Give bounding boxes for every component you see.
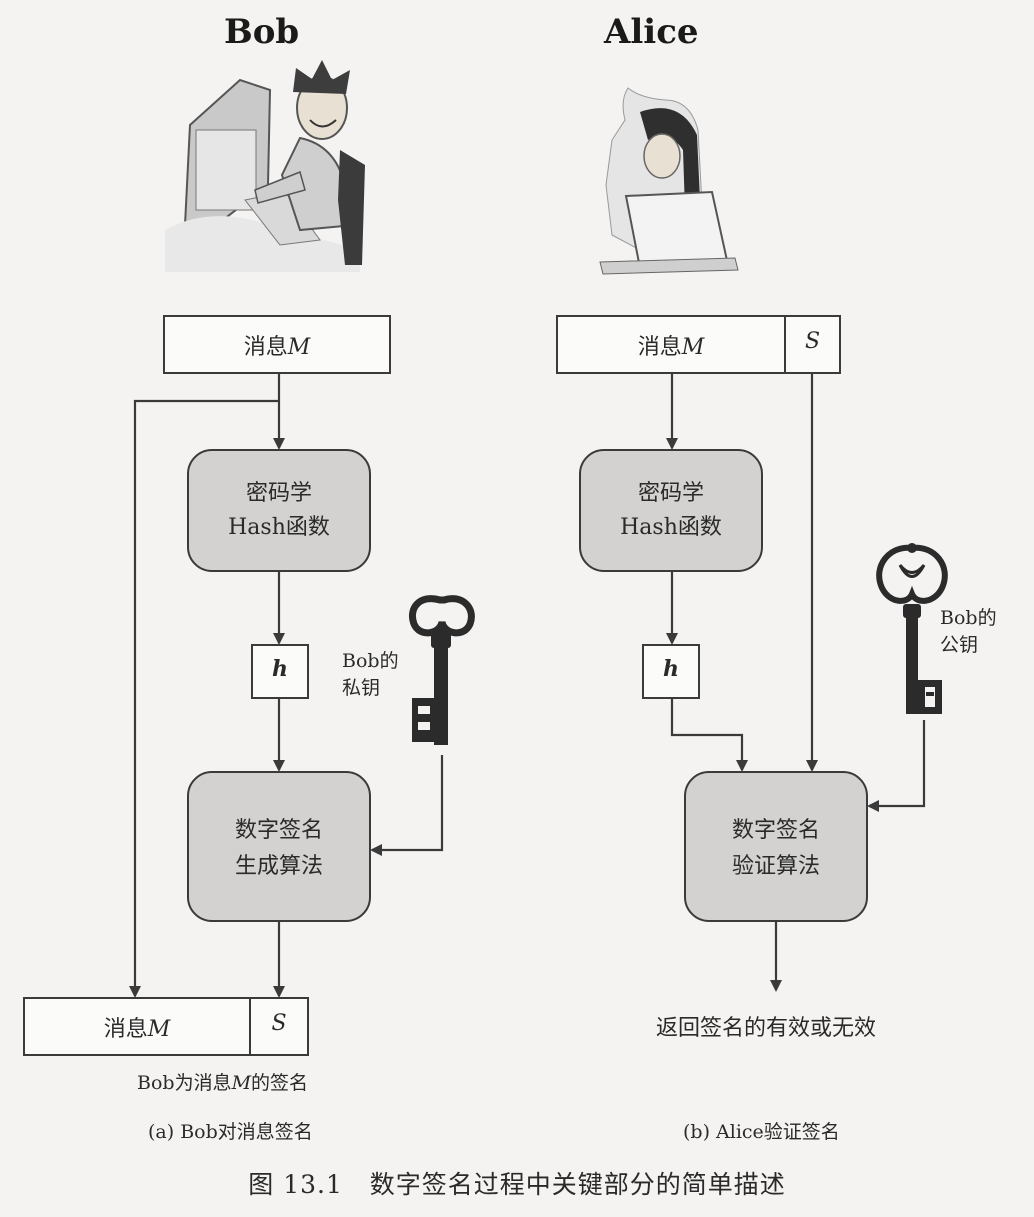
alice-signature-label: S <box>804 329 821 354</box>
bob-output-box <box>23 997 309 1056</box>
public-key-icon <box>876 543 948 714</box>
bob-sign-label: 数字签名生成算法 <box>234 818 323 879</box>
caption-a: (a) Bob对消息签名 <box>148 1121 313 1143</box>
bob-private-key-label: Bob的私钥 <box>342 650 399 699</box>
verify-result: 返回签名的有效或无效 <box>656 1016 877 1041</box>
bob-output-label: Bob为消息M的签名 <box>137 1072 309 1094</box>
alice-hash-value: h <box>663 656 679 682</box>
bob-message-label: 消息M <box>243 335 311 360</box>
alice-verify-label: 数字签名验证算法 <box>731 818 820 879</box>
figure-caption: 图 13.1 数字签名过程中关键部分的简单描述 <box>248 1170 786 1199</box>
bob-illustration <box>165 60 365 272</box>
caption-b: (b) Alice验证签名 <box>683 1121 840 1143</box>
bob-hash-value: h <box>272 656 288 682</box>
bob-title: Bob <box>224 12 300 52</box>
alice-message-box <box>556 315 841 374</box>
alice-title: Alice <box>604 12 699 52</box>
bob-output-message: 消息M <box>103 1017 171 1042</box>
alice-illustration <box>599 87 739 275</box>
alice-hash-value-box <box>642 644 700 699</box>
alice-public-key-label: Bob的公钥 <box>940 607 997 656</box>
alice-message-label: 消息M <box>637 335 705 360</box>
private-key-icon <box>409 595 475 745</box>
bob-message-box <box>163 315 391 374</box>
bob-output-signature: S <box>271 1011 287 1036</box>
